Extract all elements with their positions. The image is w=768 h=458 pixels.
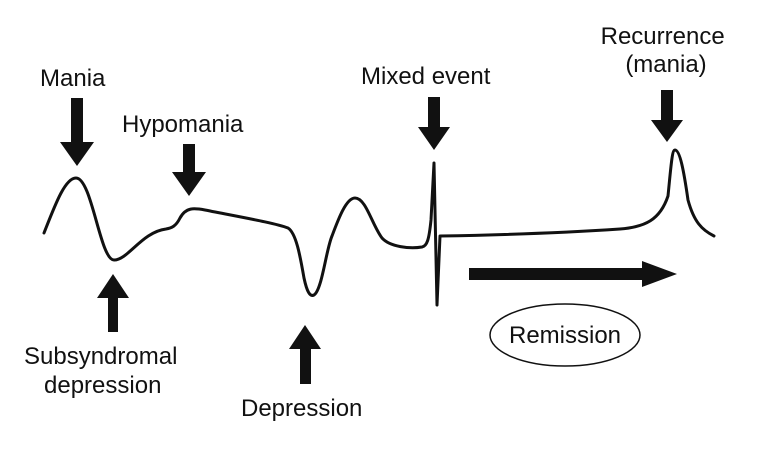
- up-arrow-icon: [97, 274, 129, 332]
- mood-curve: [42, 148, 716, 307]
- down-arrow-icon: [418, 97, 450, 150]
- subsyndromal-line2: depression: [44, 372, 161, 399]
- recurrence-line1: Recurrence: [601, 23, 725, 50]
- subsyndromal-depression-label: Subsyndromal depression: [24, 343, 184, 399]
- recurrence-line2: (mania): [625, 51, 706, 78]
- remission-ellipse: [489, 303, 641, 367]
- depression-label: Depression: [241, 395, 362, 422]
- mixed-event-label: Mixed event: [361, 63, 491, 90]
- hypomania-label: Hypomania: [122, 111, 244, 138]
- subsyndromal-line1: Subsyndromal: [24, 343, 177, 370]
- up-arrow-icon: [289, 325, 321, 384]
- down-arrow-icon: [172, 144, 206, 196]
- recurrence-label: Recurrence (mania): [601, 23, 732, 78]
- down-arrow-icon: [60, 98, 94, 166]
- mania-label: Mania: [40, 65, 106, 92]
- down-arrow-icon: [651, 90, 683, 142]
- remission-label: Remission: [509, 322, 621, 349]
- right-arrow-icon: [469, 261, 677, 287]
